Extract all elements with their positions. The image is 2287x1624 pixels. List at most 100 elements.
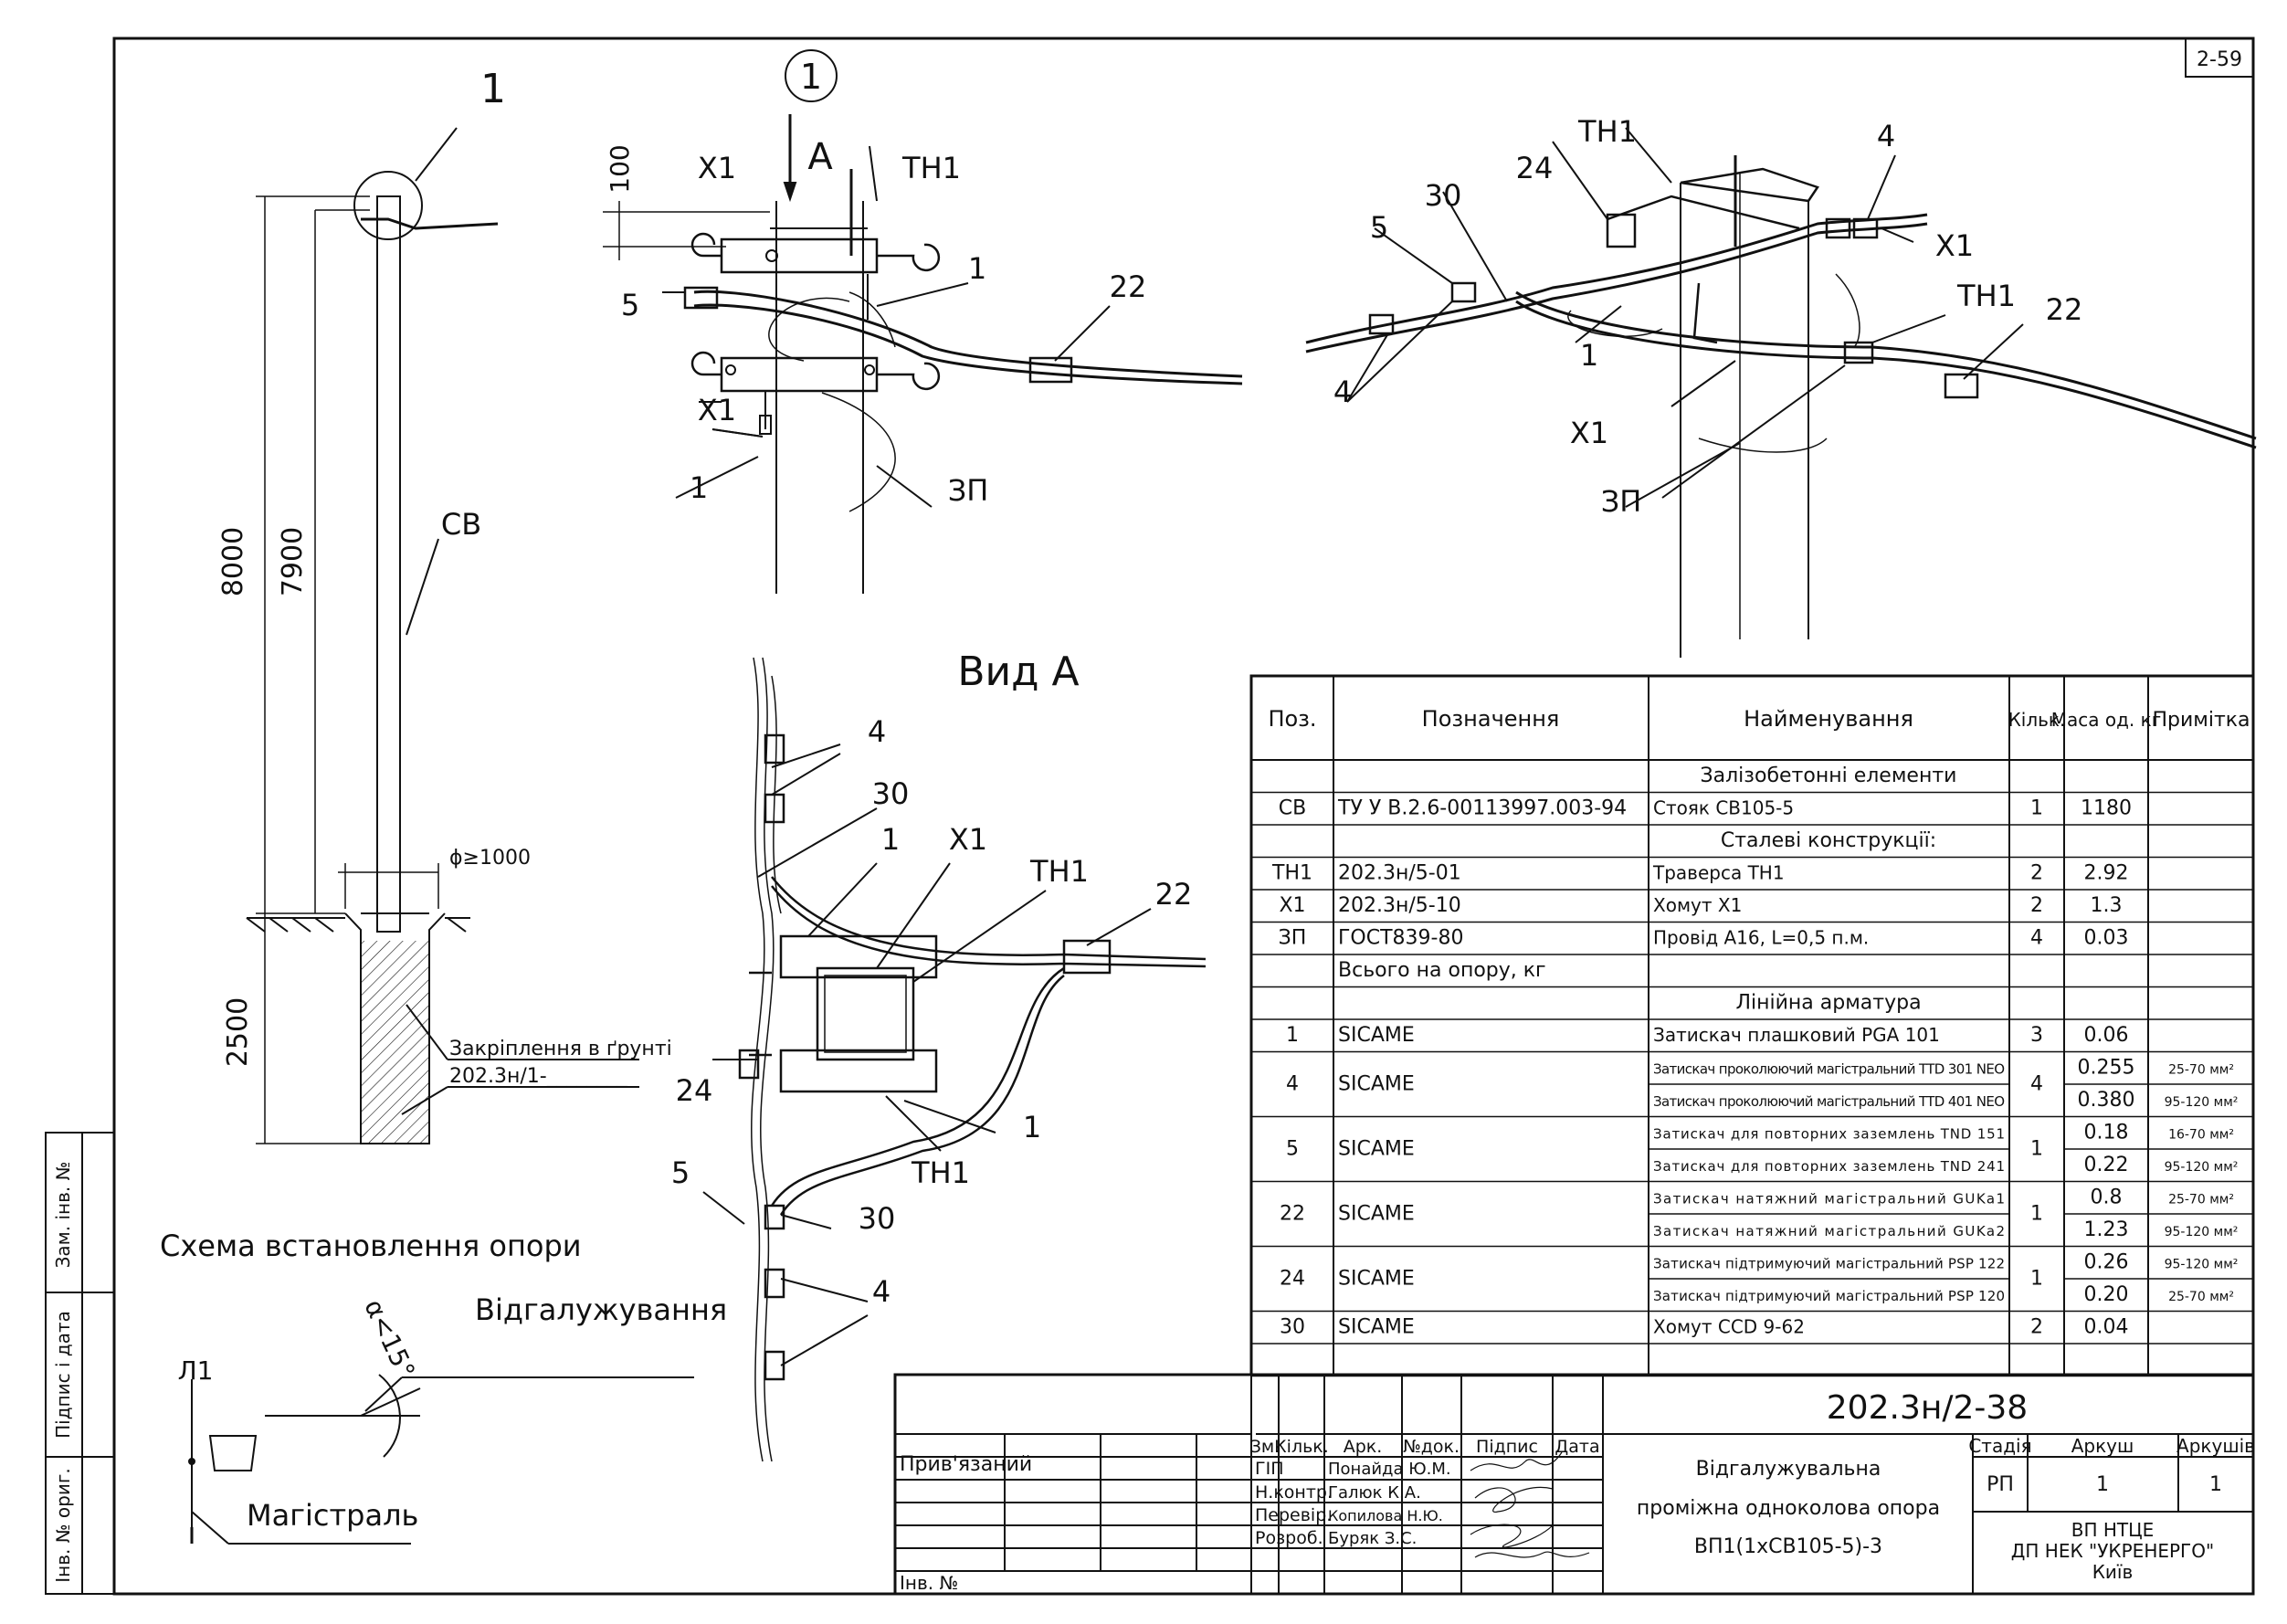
iso-label-th1-top: ТН1: [1577, 114, 1637, 149]
spec-cell-mass: 0.255: [2078, 1057, 2135, 1080]
callout-1-label: 1: [480, 66, 506, 112]
name-checked: Копилова Н.Ю.: [1328, 1507, 1443, 1524]
spec-grid: [1251, 676, 2253, 1376]
inv-no-label: Інв. №: [900, 1572, 958, 1594]
spec-cell-name: Затискач проколюючий магістральний TTD 4…: [1653, 1093, 2005, 1110]
spec-cell-name: Провід А16, L=0,5 п.м.: [1653, 927, 1869, 949]
va-label-1-bottom: 1: [1023, 1110, 1041, 1144]
spec-header-mass: Маса од. кг: [2051, 709, 2162, 731]
sheet-value: 1: [2096, 1473, 2109, 1496]
label-cb: СВ: [441, 507, 481, 542]
spec-cell-des: SICAME: [1338, 1024, 1415, 1047]
side-stamp-sign-date: Підпис і дата: [52, 1311, 74, 1439]
d1-label-th1: ТН1: [901, 151, 961, 185]
side-stamp-repl-inv: Зам. інв. №: [52, 1162, 74, 1269]
signature-scribble-2: [1475, 1487, 1553, 1512]
dim-7900: 7900: [277, 527, 309, 596]
spec-cell-note: 25-70 мм²: [2168, 1290, 2234, 1304]
org-line-3: Київ: [2092, 1561, 2134, 1583]
fixing-line-1: Закріплення в ґрунті: [449, 1038, 672, 1060]
spec-cell-mass: 1.3: [2091, 894, 2123, 917]
side-stamp: [46, 1133, 114, 1594]
iso-label-4-left: 4: [1333, 374, 1352, 409]
signature-scribble-3: [1470, 1524, 1553, 1547]
iso-label-5: 5: [1370, 210, 1388, 245]
spec-cell-qty: 1: [2030, 797, 2043, 820]
name-developed: Буряк З.С.: [1328, 1529, 1417, 1548]
signature-scribble-1: [1470, 1452, 1562, 1471]
title-line-1: Відгалужувальна: [1696, 1458, 1881, 1481]
spec-cell-pos: 24: [1280, 1267, 1305, 1290]
spec-cell-name: Затискач підтримуючий магістральний PSP …: [1653, 1288, 2005, 1304]
spec-header-designation: Позначення: [1422, 706, 1560, 732]
va-label-1-top: 1: [881, 822, 900, 857]
spec-cell-name: Стояк СВ105-5: [1653, 797, 1794, 819]
spec-cell-pos: 30: [1280, 1316, 1305, 1339]
spec-cell-pos: ЗП: [1279, 927, 1307, 950]
attached-label: Прив'язаний: [900, 1453, 1032, 1476]
spec-cell-name: Затискач плашковий PGA 101: [1653, 1024, 1940, 1046]
d1-label-zp: ЗП: [948, 473, 989, 508]
spec-cell-des: Всього на опору, кг: [1338, 959, 1546, 982]
va-label-4-bottom: 4: [872, 1274, 891, 1309]
scheme-angle: α<15°: [358, 1295, 421, 1384]
spec-cell-mass: 0.03: [2084, 927, 2129, 950]
sheets-value: 1: [2209, 1473, 2222, 1496]
spec-cell-note: 16-70 мм²: [2168, 1128, 2234, 1143]
dim-8000: 8000: [217, 527, 249, 596]
tb-head-qty: Кільк.: [1274, 1437, 1329, 1457]
va-label-5: 5: [671, 1155, 690, 1190]
spec-cell-mass: 0.26: [2084, 1251, 2129, 1274]
side-stamp-inv-orig: Інв. № ориг.: [52, 1468, 74, 1582]
spec-cell-pos: 22: [1280, 1202, 1305, 1225]
d1-label-22: 22: [1110, 269, 1147, 304]
role-checked: Перевір.: [1255, 1505, 1332, 1525]
dim-100: 100: [605, 144, 635, 193]
sheet-border: [114, 38, 2253, 1594]
callout-circle-1-label: 1: [800, 57, 822, 97]
spec-cell-pos: 4: [1286, 1072, 1299, 1095]
spec-cell-des: ТУ У В.2.6-00113997.003-94: [1337, 797, 1627, 820]
iso-label-4-top: 4: [1877, 119, 1895, 153]
spec-cell-qty: 2: [2030, 1316, 2043, 1339]
d1-label-5: 5: [621, 288, 639, 322]
spec-cell-pos: Х1: [1279, 894, 1305, 917]
sheet-code-box: [2186, 38, 2253, 77]
scheme-title: Схема встановлення опори: [160, 1229, 582, 1263]
view-a-arrow-label: A: [807, 136, 833, 178]
d1-label-x1-bottom: X1: [698, 393, 736, 427]
spec-header-name: Найменування: [1744, 706, 1913, 732]
spec-cell-mass: 1.23: [2084, 1218, 2129, 1241]
view-a-drawing: [703, 658, 1206, 1461]
spec-cell-mass: 0.20: [2084, 1283, 2129, 1306]
spec-cell-section: Лінійна арматура: [1735, 992, 1921, 1015]
va-label-22: 22: [1155, 877, 1193, 912]
iso-label-30: 30: [1425, 178, 1462, 213]
tb-head-sheet: Арк.: [1344, 1437, 1383, 1457]
org-line-2: ДП НЕК "УКРЕНЕРГО": [2011, 1540, 2214, 1562]
pole-install-scheme: [247, 128, 639, 1144]
name-chief-engineer: Понайда Ю.М.: [1328, 1460, 1451, 1479]
tb-head-change: Зм.: [1250, 1437, 1281, 1457]
sheet-code: 2-59: [2197, 48, 2242, 71]
spec-cell-mass: 0.04: [2084, 1316, 2129, 1339]
iso-label-1: 1: [1580, 338, 1598, 373]
detail-1-front-view: [603, 50, 1242, 594]
va-label-th1-bottom: ТН1: [911, 1155, 970, 1190]
org-line-1: ВП НТЦЕ: [2071, 1519, 2155, 1541]
spec-cell-pos: СВ: [1279, 797, 1306, 820]
spec-cell-mass: 0.06: [2084, 1024, 2129, 1047]
spec-cell-des: 202.3н/5-10: [1338, 894, 1461, 917]
iso-label-x1-left: X1: [1570, 416, 1608, 450]
spec-cell-des: SICAME: [1338, 1202, 1415, 1225]
spec-cell-des: SICAME: [1338, 1267, 1415, 1290]
name-norm-control: Галюк К.А.: [1328, 1483, 1421, 1503]
spec-cell-qty: 4: [2030, 927, 2043, 950]
doc-code: 202.3н/2-38: [1827, 1389, 2028, 1427]
spec-cell-des: SICAME: [1338, 1072, 1415, 1095]
title-block-grid: [895, 1375, 2253, 1594]
spec-cell-note: 25-70 мм²: [2168, 1063, 2234, 1078]
va-label-x1: X1: [949, 822, 987, 857]
role-developed: Розроб.: [1255, 1528, 1323, 1548]
